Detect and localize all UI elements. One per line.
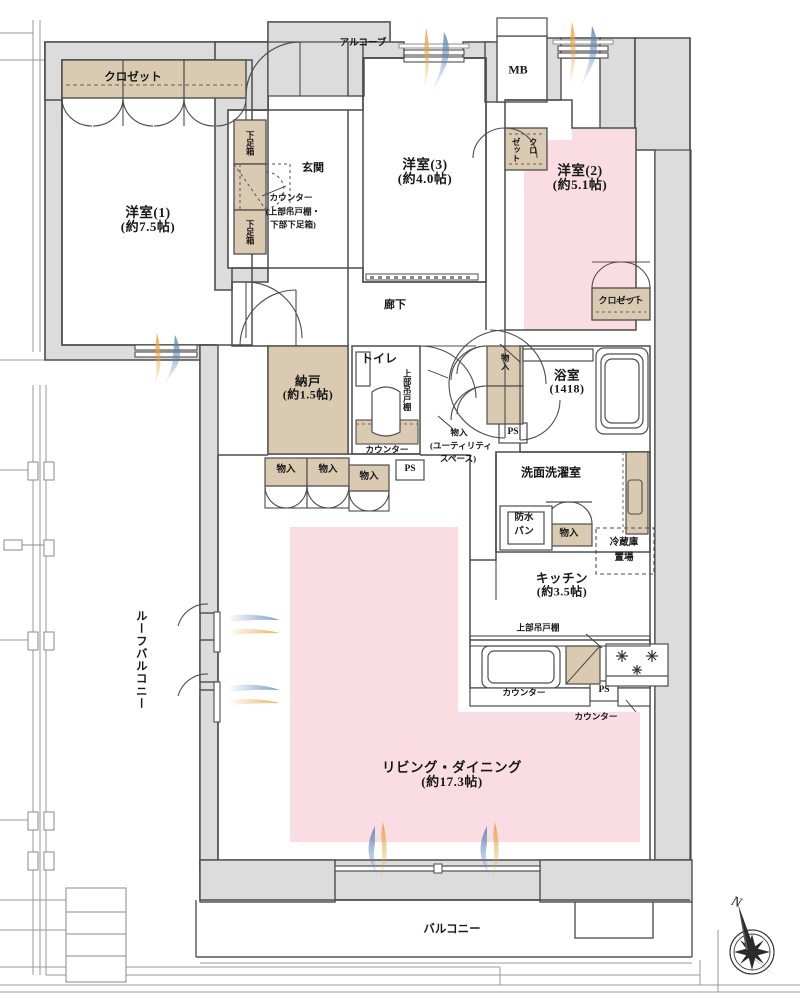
label-toilet: トイレ bbox=[360, 351, 398, 366]
room-kitchen-size: (約3.5帖) bbox=[536, 584, 588, 599]
label-mb: MB bbox=[508, 62, 528, 77]
room-washitsu1-size: (約7.5帖) bbox=[120, 219, 176, 235]
label-fridge-space-2: 置場 bbox=[614, 553, 634, 564]
label-counter-genkan-3: 下部下足箱) bbox=[270, 219, 316, 230]
label-storage-utility-2: (ユーティリティ bbox=[430, 440, 492, 451]
window-symbols bbox=[134, 22, 614, 884]
room-fill-pink bbox=[290, 128, 640, 842]
label-counter-genkan-1: カウンター bbox=[269, 192, 313, 203]
label-closet-kuro: クロ bbox=[528, 137, 538, 155]
room-washitsu2-size: (約5.1帖) bbox=[552, 177, 608, 193]
room-living-dining-size: (約17.3帖) bbox=[421, 774, 483, 790]
room-washitsu2: 洋室(2) (約5.1帖) bbox=[553, 163, 607, 193]
label-counter-kitchen-1: カウンター bbox=[502, 687, 546, 698]
label-toilet-upper-cabinet: 上部吊戸棚 bbox=[402, 369, 412, 411]
fill-living-1 bbox=[290, 527, 458, 842]
storage-1 bbox=[264, 457, 308, 487]
label-alcove: アルコーブ bbox=[339, 38, 387, 49]
storage-3 bbox=[348, 464, 390, 492]
closet-washitsu2-top bbox=[504, 127, 548, 171]
label-hallway: 廊下 bbox=[384, 298, 406, 311]
label-ps-1: PS bbox=[507, 427, 519, 438]
room-washitsu2-name: 洋室(2) bbox=[557, 163, 603, 179]
label-ps-2: PS bbox=[404, 464, 416, 475]
label-ps-3: PS bbox=[598, 685, 610, 696]
label-roof-balcony: ルーフバルコニー bbox=[134, 610, 147, 710]
label-genkan: 玄関 bbox=[302, 161, 324, 174]
room-kitchen-name: キッチン bbox=[535, 571, 589, 586]
structure-walls bbox=[44, 17, 693, 964]
label-storage-3: 物入 bbox=[359, 472, 379, 483]
room-living-dining-name: リビング・ダイニング bbox=[382, 760, 522, 776]
label-shoe-box-top: 下足箱 bbox=[245, 130, 255, 156]
room-nando: 納戸 (約1.5帖) bbox=[283, 374, 334, 401]
room-bathroom-name: 浴室 bbox=[553, 368, 580, 383]
label-counter-toilet: カウンター bbox=[365, 444, 409, 455]
nando-fill bbox=[267, 345, 349, 455]
label-kitchen-upper-cabinet: 上部吊戸棚 bbox=[516, 622, 560, 633]
label-counter-kitchen-2: カウンター bbox=[574, 711, 618, 722]
mb-shaft bbox=[496, 35, 548, 103]
fixtures bbox=[355, 346, 669, 707]
ps-box-2 bbox=[395, 459, 425, 481]
closet-washitsu1 bbox=[61, 59, 247, 99]
label-drain-pan-1: 防水 bbox=[514, 513, 534, 524]
room-nando-name: 納戸 bbox=[294, 374, 321, 389]
label-shoe-box-bottom: 下足箱 bbox=[245, 219, 255, 245]
label-closet-washitsu1: クロゼット bbox=[104, 71, 162, 84]
room-washitsu1: 洋室(1) (約7.5帖) bbox=[121, 205, 175, 235]
room-washitsu1-name: 洋室(1) bbox=[125, 205, 171, 221]
shoe-box-bottom bbox=[233, 209, 267, 255]
label-closet-washitsu2: クロゼット bbox=[598, 295, 644, 306]
label-storage-bath-side: 物入 bbox=[500, 353, 510, 371]
room-washitsu3-size: (約4.0帖) bbox=[397, 171, 453, 187]
fill-washitsu2 bbox=[524, 128, 636, 330]
label-fridge-space-1: 冷蔵庫 bbox=[609, 538, 639, 549]
closet-units bbox=[61, 59, 651, 702]
label-drain-pan-2: パン bbox=[514, 527, 534, 538]
stair-steps bbox=[65, 887, 127, 983]
room-living-dining: リビング・ダイニング (約17.3帖) bbox=[382, 760, 522, 790]
room-nando-size: (約1.5帖) bbox=[282, 387, 334, 402]
label-balcony: バルコニー bbox=[423, 923, 481, 936]
room-washitsu3-name: 洋室(3) bbox=[402, 157, 448, 173]
leader-lines bbox=[261, 185, 641, 713]
label-storage-2: 物入 bbox=[318, 465, 338, 476]
fill-living-2 bbox=[458, 712, 640, 842]
room-washitsu3: 洋室(3) (約4.0帖) bbox=[398, 157, 452, 187]
site-lines bbox=[0, 20, 800, 993]
room-kitchen: キッチン (約3.5帖) bbox=[536, 571, 588, 598]
railing-posts bbox=[3, 461, 55, 871]
compass-north-label: N bbox=[728, 893, 744, 912]
label-closet-zetto: ゼット bbox=[511, 137, 521, 163]
label-counter-genkan-2: (上部吊戸棚・ bbox=[265, 206, 321, 217]
room-bathroom: 浴室 (1418) bbox=[550, 368, 585, 395]
label-storage-utility-1: 物入 bbox=[450, 427, 468, 438]
label-storage-utility-3: スペース) bbox=[439, 453, 477, 464]
label-storage-1: 物入 bbox=[276, 465, 296, 476]
compass-rose bbox=[729, 904, 776, 976]
refrigerator-space bbox=[595, 527, 655, 575]
label-washroom: 洗面洗濯室 bbox=[520, 465, 582, 480]
closet-washitsu2-bottom bbox=[591, 287, 651, 321]
room-bathroom-size: (1418) bbox=[549, 381, 585, 396]
label-storage-washroom: 物入 bbox=[559, 529, 579, 540]
